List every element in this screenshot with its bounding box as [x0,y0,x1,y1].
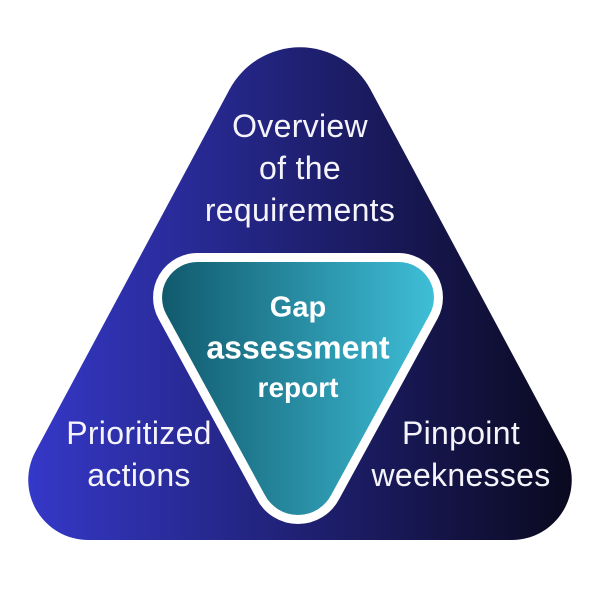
label-overview-of-requirements: Overview of the requirements [205,105,395,231]
center-title-line3: report [257,372,339,403]
label-top-line1: Overview [232,108,368,144]
label-bleft-line2: actions [87,457,191,493]
label-pinpoint-weeknesses: Pinpoint weeknesses [371,412,550,496]
label-top-line2: of the [259,150,341,186]
label-bright-line2: weeknesses [371,457,551,493]
center-title-line2: assessment [206,329,390,366]
inner-inverted-triangle-shape [153,253,443,524]
center-title-line1: Gap [269,291,327,324]
label-top-line3: requirements [204,192,396,228]
label-bright-line1: Pinpoint [401,415,521,451]
label-prioritized-actions: Prioritized actions [66,412,212,496]
label-bleft-line1: Prioritized [66,415,212,451]
